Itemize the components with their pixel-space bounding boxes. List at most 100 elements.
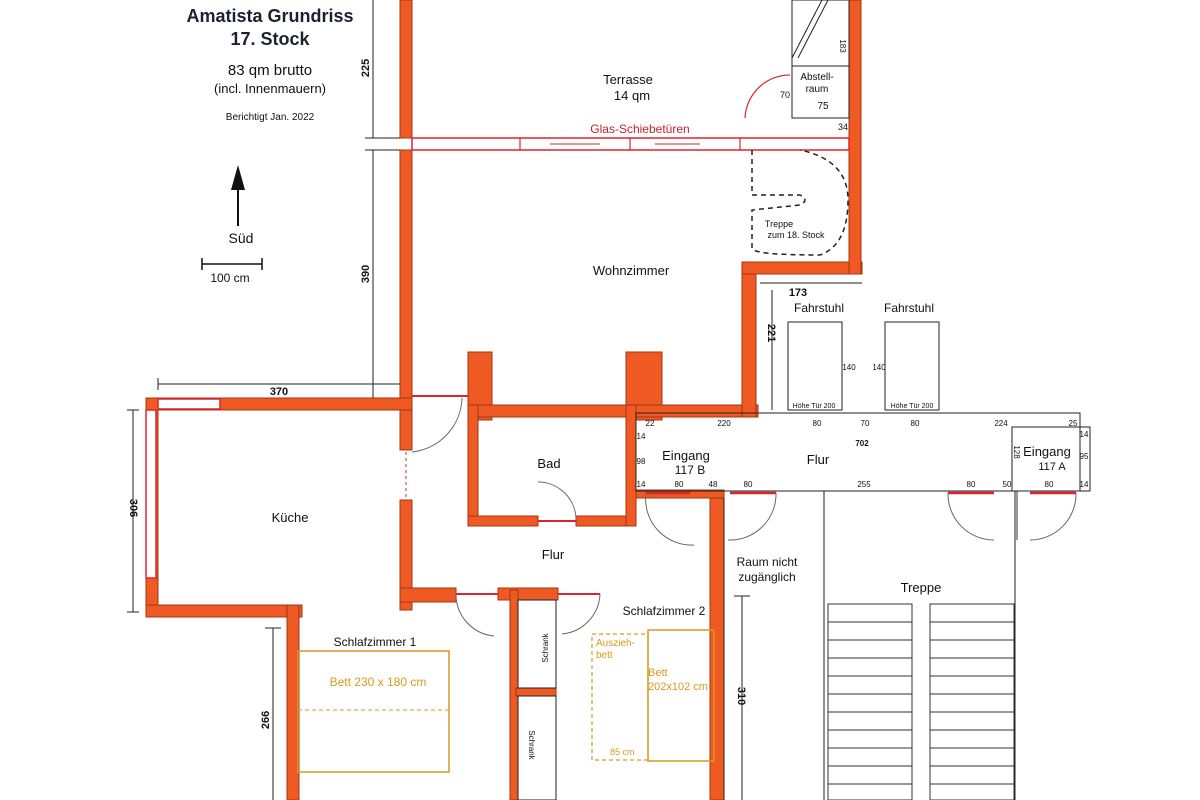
scale-bar [201, 258, 263, 270]
bed2-label: Bett [648, 667, 668, 679]
glass-doors-label: Glas-Schiebetüren [590, 122, 689, 136]
wall-wardrobe-mid [515, 687, 557, 697]
dim-80b: 80 [911, 419, 920, 428]
dim-48: 48 [709, 480, 718, 489]
wardrobe-1 [517, 599, 557, 689]
dim-75: 75 [817, 101, 829, 112]
kitchen-window [145, 409, 157, 579]
bed-bedroom-1 [297, 650, 450, 773]
dim-266: 266 [260, 711, 272, 729]
wall-bed2-right [709, 489, 725, 800]
storage-diag [791, 0, 823, 59]
room-hall-inner: Flur [542, 547, 565, 562]
door-height-label: Höhe Tür 200 [891, 403, 934, 410]
wall-bed1-left [286, 604, 300, 800]
terrace-area: 14 qm [614, 88, 650, 103]
spiral-stair-outline [751, 149, 849, 256]
wall-terrace-right [848, 0, 862, 275]
elevator-label: Fahrstuhl [794, 301, 844, 315]
north-label: Süd [229, 230, 254, 246]
dim-22: 22 [646, 419, 655, 428]
room-bedroom-2: Schlafzimmer 2 [623, 604, 706, 618]
room-entrance-a: Eingang [1023, 444, 1071, 459]
room-entrance-a: 117 A [1038, 461, 1066, 473]
partitions [517, 0, 1091, 800]
stair-treads [827, 603, 1015, 800]
elevator-label: Fahrstuhl [884, 301, 934, 315]
dim-80c: 80 [675, 480, 684, 489]
elevator-2 [884, 321, 940, 411]
dim-14c: 14 [1080, 480, 1089, 489]
room-bedroom-1: Schlafzimmer 1 [334, 635, 417, 649]
room-living: Wohnzimmer [593, 263, 670, 278]
dim-80e: 80 [967, 480, 976, 489]
dimension-lines [127, 0, 862, 800]
dim-173: 173 [789, 287, 807, 299]
corrected-note: Berichtigt Jan. 2022 [225, 112, 315, 123]
dim-95: 95 [1080, 452, 1089, 461]
title-block: Amatista Grundriss 17. Stock 83 qm brutt… [150, 6, 390, 123]
dim-310: 310 [735, 687, 747, 705]
dim-221: 221 [765, 324, 777, 342]
wall-living-right-step [741, 261, 863, 275]
wardrobe-2 [517, 695, 557, 800]
room-no-access: Raum nicht [737, 555, 798, 569]
dim-50: 50 [1003, 480, 1012, 489]
dim-14d: 14 [1080, 430, 1089, 439]
dim-220: 220 [717, 419, 731, 428]
door-swing [561, 593, 601, 635]
room-bath: Bad [537, 456, 560, 471]
room-terrace: Terrasse [603, 72, 653, 87]
dim-128: 128 [1012, 445, 1021, 459]
area-note: (incl. Innenmauern) [214, 81, 326, 96]
dim-14: 14 [637, 432, 646, 441]
wall-bath-left [467, 404, 479, 524]
door-swing [411, 397, 463, 453]
dim-25: 25 [1069, 419, 1078, 428]
north-arrow [231, 165, 245, 226]
dim-140: 140 [872, 363, 886, 372]
wall-terrace-left [399, 0, 413, 139]
furniture [297, 629, 715, 773]
room-storage: raum [806, 84, 829, 95]
dim-702: 702 [855, 439, 869, 448]
wall-bath-bottom [467, 515, 539, 527]
doors [405, 74, 1077, 637]
wall-kitchen-bottom [145, 604, 303, 618]
dim-80f: 80 [1045, 480, 1054, 489]
wall-living-bottom [467, 404, 759, 418]
dim-14b: 14 [637, 480, 646, 489]
wall-living-right-lower [741, 261, 757, 418]
wall-living-left [399, 149, 413, 451]
entrance-a-outline [1011, 426, 1091, 492]
room-no-access: zugänglich [738, 570, 795, 584]
sofa-bed-label: Auszieh- [596, 638, 635, 649]
wardrobe-label: Schrank [541, 632, 550, 662]
wall-bath-right [625, 404, 637, 527]
sofa-width-label: 85 cm [610, 747, 635, 757]
floor-label: 17. Stock [230, 29, 310, 49]
dim-225: 225 [360, 59, 372, 77]
dim-70b: 70 [861, 419, 870, 428]
stair-flight-left [827, 603, 913, 800]
elevator-1 [787, 321, 843, 411]
dim-34: 34 [838, 122, 848, 132]
door-swing [727, 492, 777, 541]
corridor-outline [635, 412, 1081, 492]
dim-255: 255 [857, 480, 871, 489]
plan-title: Amatista Grundriss [186, 6, 354, 26]
room-storage: Abstell- [800, 72, 833, 83]
dim-70: 70 [780, 90, 790, 100]
sofa-bed-label: bett [596, 650, 613, 661]
door-swing [1029, 492, 1077, 541]
room-hall-outer: Flur [807, 452, 830, 467]
door-swing [537, 481, 577, 521]
stairs-up-label: Treppe [765, 219, 793, 229]
dim-224: 224 [994, 419, 1008, 428]
windows [145, 137, 850, 579]
dim-183: 183 [838, 39, 847, 53]
dim-370: 370 [270, 386, 288, 398]
dim-306: 306 [127, 499, 139, 517]
dim-98: 98 [637, 457, 646, 466]
